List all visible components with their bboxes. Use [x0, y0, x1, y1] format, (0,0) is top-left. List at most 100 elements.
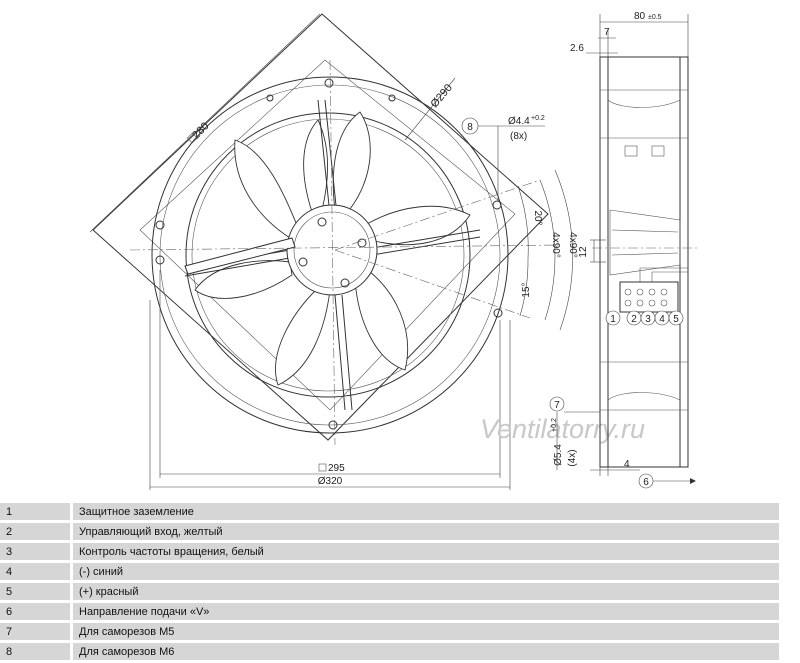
blade: [303, 119, 328, 213]
angle-90a-label: 4x90°: [550, 232, 561, 258]
callout-4-label: 4: [659, 314, 665, 325]
legend-text: Для саморезов M6: [71, 641, 779, 663]
angle-90b-label: 4x90°: [567, 232, 578, 258]
centre-line-diag: [334, 179, 541, 251]
strut: [184, 257, 291, 277]
hole-count-label: (8x): [510, 131, 527, 142]
centre-line-diag: [334, 249, 531, 319]
side-hub-line: [611, 252, 679, 256]
terminal-screw: [624, 299, 632, 307]
legend-text: Контроль частоты вращения, белый: [71, 541, 779, 563]
mount-hole: [155, 255, 165, 265]
blade: [364, 205, 471, 246]
terminal-screw: [636, 299, 644, 307]
dim-2-6-label: 2.6: [570, 43, 584, 54]
callout-5: [668, 310, 684, 326]
terminal-screw: [660, 299, 668, 307]
legend-num: 5: [0, 581, 73, 603]
slot-count-label: (4x): [567, 449, 578, 466]
airflow-arrow-head: [690, 478, 696, 484]
callout-1: [605, 310, 621, 326]
angle-15-label: 15°: [521, 282, 532, 297]
mount-hole: [388, 94, 396, 102]
legend-num: 4: [0, 561, 73, 583]
dim-80-tol: ±0.5: [648, 14, 662, 21]
dim-80-label: 80: [634, 11, 646, 22]
legend-row: 4(-) синий: [0, 561, 779, 583]
callout-5-label: 5: [673, 314, 679, 325]
hub-screw: [340, 278, 350, 288]
dim-320-label: Ø320: [318, 476, 343, 487]
hole-dia-label: Ø4.4: [508, 116, 530, 127]
blade: [194, 260, 293, 299]
side-dimensions: 80 ±0.5 7 2.6 12 7 Ø5.4 +0.2 (4x) 4 6: [549, 11, 696, 489]
side-hub-line: [611, 229, 679, 233]
terminal-screw: [648, 299, 656, 307]
callout-3-label: 3: [645, 314, 651, 325]
blade: [234, 139, 299, 239]
square-symbol: [318, 463, 327, 472]
front-dimensions: 280 Ø290 8 Ø4.4 +0.2 (8x) 20° 15° 4x90° …: [89, 13, 578, 490]
housing-diamond-outline: [92, 13, 549, 441]
angle-arc-15: [519, 257, 529, 317]
blade: [275, 287, 331, 386]
terminal-screw: [624, 288, 632, 296]
dim-4-label: 4: [624, 459, 630, 470]
angle-20-label: 20°: [532, 210, 543, 225]
fan-technical-drawing: 280 Ø290 8 Ø4.4 +0.2 (8x) 20° 15° 4x90° …: [89, 11, 700, 490]
fan-front-view: [92, 13, 561, 446]
legend-num: 1: [0, 503, 73, 523]
housing-diamond-inner: [139, 59, 516, 411]
watermark: Ventilatorry.ru: [480, 414, 645, 444]
strut: [334, 294, 346, 411]
mount-hole: [493, 308, 503, 318]
dim-7-label: 7: [604, 27, 610, 38]
hub-screw: [357, 238, 367, 248]
strut: [317, 99, 331, 216]
outer-ring: [151, 76, 509, 434]
legend-text: (+) красный: [71, 581, 779, 603]
hub-screw: [317, 217, 327, 227]
side-venturi: [607, 99, 681, 108]
strut: [371, 229, 481, 249]
terminal-screws: [624, 288, 668, 307]
dim-280-label: 280: [190, 120, 211, 141]
strut: [371, 236, 481, 256]
callout-8-label: 8: [467, 122, 473, 133]
angle-arc-20: [517, 185, 529, 259]
cable-leads: [639, 267, 688, 282]
side-clip: [651, 145, 665, 157]
blade: [354, 267, 409, 371]
side-frame: [599, 56, 689, 468]
mount-hole: [492, 200, 502, 210]
fan-side-view: 1 2 3 4 5: [592, 56, 700, 468]
cable-leads: [651, 271, 688, 282]
legend-num: 6: [0, 601, 73, 623]
strut: [341, 294, 353, 411]
dim-line-280: [89, 13, 321, 233]
cable-exit: [184, 237, 296, 275]
legend-num: 7: [0, 621, 73, 643]
angle-arc-90b: [554, 169, 573, 331]
legend-text: Для саморезов M5: [71, 621, 779, 643]
dim-295-label: 295: [328, 463, 345, 474]
callout-7: [549, 396, 565, 412]
outer-ring-inner: [159, 84, 501, 426]
side-venturi: [607, 392, 681, 401]
legend-text: Защитное заземление: [71, 503, 779, 523]
mount-hole: [324, 78, 334, 88]
hub-screw: [298, 257, 308, 267]
square-symbol: [186, 132, 198, 144]
slot-dia-tol: +0.2: [551, 418, 558, 432]
side-clip: [624, 145, 638, 157]
side-hub: [609, 209, 681, 276]
callout-1-label: 1: [610, 314, 616, 325]
legend-row: 5(+) красный: [0, 581, 779, 603]
blade: [332, 111, 371, 216]
